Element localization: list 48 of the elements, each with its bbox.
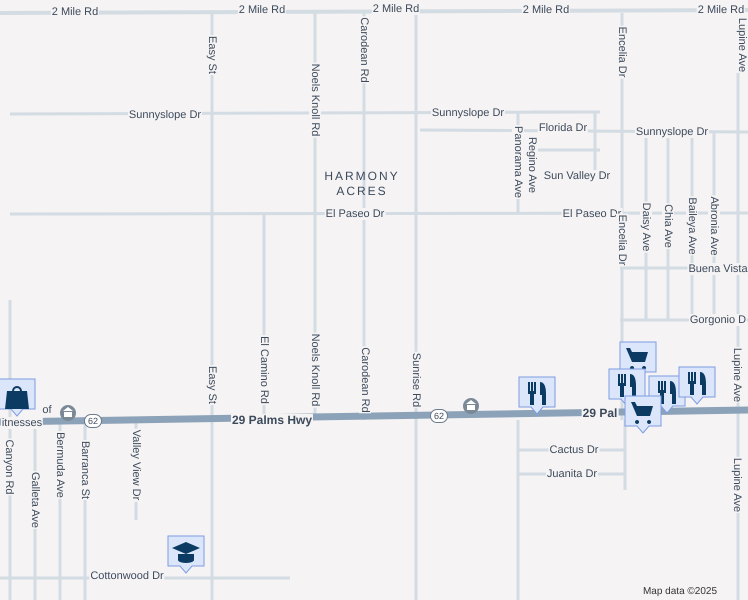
street-label: Noels Knoll Rd <box>309 62 321 138</box>
street-label: Carodean Rd <box>358 16 370 84</box>
street-label: Juanita Dr <box>546 468 598 480</box>
street-label: Lupine Ave <box>731 346 743 404</box>
street-label: 2 Mile Rd <box>238 4 286 16</box>
street-label: Buena Vista <box>687 263 748 275</box>
street-label: Easy St <box>206 365 218 405</box>
highway-label: 29 Palms Hwy <box>230 414 314 426</box>
street-label: Lupine Ave <box>731 456 743 514</box>
street-label: Cottonwood Dr <box>89 570 165 582</box>
street-label: Encelia Dr <box>616 214 628 266</box>
street-label: Sunnyslope Dr <box>430 107 506 119</box>
street-label: Bermuda Ave <box>54 431 66 499</box>
street-label: Daisy Ave <box>640 202 652 252</box>
street-label: Noels Knoll Rd <box>309 332 321 408</box>
street-label: Gorgonio D <box>688 314 748 326</box>
street-label: 2 Mile Rd <box>372 3 420 15</box>
street-label: El Camino Rd <box>258 335 270 405</box>
street-label: Canyon Rd <box>3 438 15 496</box>
street-label: itnesses <box>0 417 44 429</box>
route-shield: 62 <box>84 414 102 428</box>
street-label: of <box>41 404 53 416</box>
street-label: Encelia Dr <box>616 26 628 78</box>
street-label: Regino Ave <box>526 136 538 194</box>
street-label: Florida Dr <box>538 122 588 134</box>
street-label: Chia Ave <box>662 203 674 249</box>
street-label: Sun Valley Dr <box>542 170 612 182</box>
street-label: Baileya Ave <box>686 196 698 256</box>
street-label: Barranca St <box>79 440 91 500</box>
street-label: Cactus Dr <box>548 444 600 456</box>
street-label: Sunrise Rd <box>410 352 422 408</box>
street-label: 2 Mile Rd <box>696 4 746 16</box>
street-label: Easy St <box>206 35 218 75</box>
street-label: Galleta Ave <box>29 470 41 530</box>
street-label: Sunnyslope Dr <box>634 126 710 138</box>
street-label: Lupine Ave <box>736 16 748 74</box>
street-label: 2 Mile Rd <box>50 6 100 18</box>
street-label: 2 Mile Rd <box>522 4 570 16</box>
highway-label: 29 Pal <box>582 407 618 419</box>
street-label: El Paseo Dr <box>324 208 386 220</box>
route-shield: 62 <box>430 409 448 423</box>
street-label: Panorama Ave <box>512 125 524 199</box>
neighborhood-label: HARMONY ACRES <box>323 169 401 199</box>
street-label: Carodean Rd <box>359 346 371 414</box>
street-label: Abronia Ave <box>708 195 720 257</box>
map-attribution: Map data ©2025 <box>642 586 718 598</box>
street-label: Valley View Dr <box>130 428 142 502</box>
street-label: Sunnyslope Dr <box>128 109 202 121</box>
